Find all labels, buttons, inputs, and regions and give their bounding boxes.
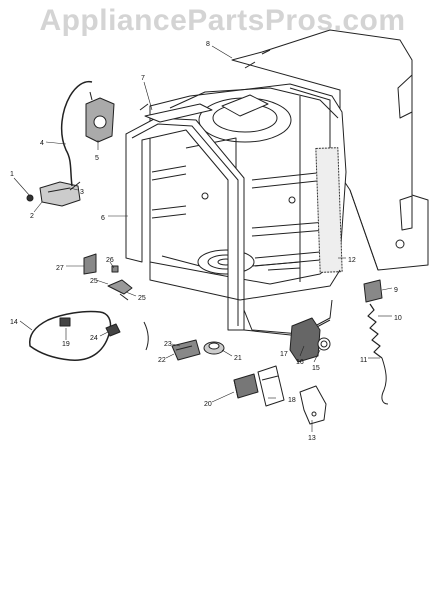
callout-4: 4 [40, 140, 44, 147]
callout-24: 24 [90, 335, 98, 342]
callout-7: 7 [141, 75, 145, 82]
callout-12: 12 [348, 257, 356, 264]
callout-23: 23 [164, 341, 172, 348]
spring-bracket [363, 279, 383, 303]
callout-27: 27 [56, 265, 64, 272]
callout-14: 14 [10, 319, 18, 326]
door-gasket [125, 117, 245, 331]
callout-25-lower: 25 [138, 295, 146, 302]
callout-20: 20 [204, 401, 212, 408]
door-spring [367, 303, 383, 359]
callout-1: 1 [10, 171, 14, 178]
callout-18: 18 [288, 397, 296, 404]
callout-11: 11 [360, 357, 367, 364]
bottom-frame [149, 262, 341, 301]
callout-15: 15 [312, 365, 320, 372]
latch-assembly [289, 317, 321, 363]
callout-10: 10 [394, 315, 402, 322]
inlet-hose [60, 80, 93, 187]
callout-2: 2 [30, 213, 34, 220]
watermark: AppliancePartsPros.com [39, 4, 406, 37]
bracket-18 [257, 365, 285, 407]
side-strip [315, 147, 343, 273]
callout-17: 17 [280, 351, 288, 358]
callout-19: 19 [62, 341, 70, 348]
callout-6: 6 [101, 215, 105, 222]
callout-22: 22 [158, 357, 166, 364]
callout-25-upper: 25 [90, 278, 98, 285]
callout-3: 3 [80, 189, 84, 196]
callout-21: 21 [234, 355, 242, 362]
callout-9: 9 [394, 287, 398, 294]
bracket-27 [83, 253, 97, 275]
callout-13: 13 [308, 435, 316, 442]
callout-5: 5 [95, 155, 99, 162]
callout-26: 26 [106, 257, 114, 264]
callout-16: 16 [296, 359, 304, 366]
callout-8: 8 [206, 41, 210, 48]
hinge-13 [299, 385, 327, 425]
door-cable [381, 357, 389, 405]
motor-part [171, 339, 201, 361]
drain-hose [28, 310, 112, 361]
